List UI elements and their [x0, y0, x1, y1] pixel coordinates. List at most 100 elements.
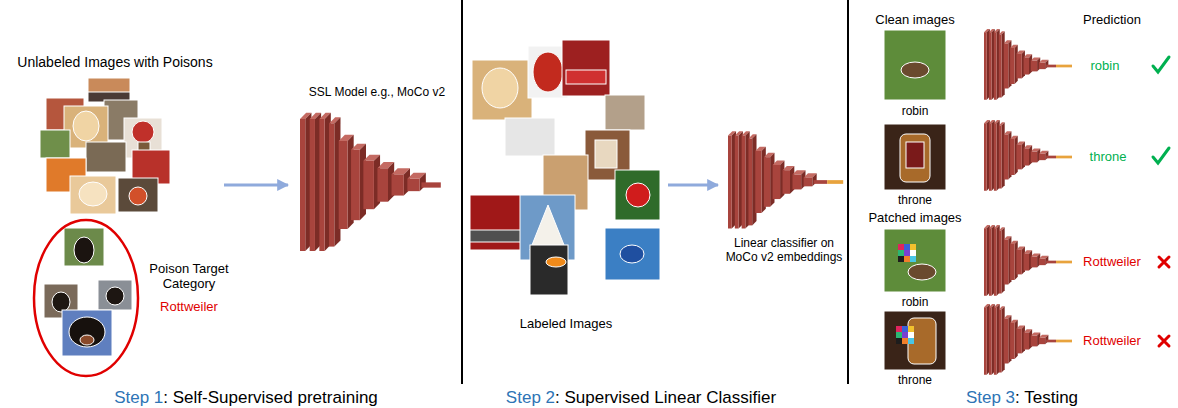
rottweiler-photos: [69, 317, 105, 347]
column-heading: Prediction: [1083, 13, 1141, 27]
network-icon: [1004, 135, 1009, 180]
network-icon: [1031, 152, 1037, 163]
labeled-image-collage: [615, 170, 660, 220]
result-mark: [1153, 57, 1169, 72]
network-icon: [984, 228, 987, 296]
network-icon: [1031, 336, 1037, 347]
test-photo: [901, 62, 929, 78]
node-text-block: Unlabeled Images with Poisons: [10, 54, 220, 70]
labeled-image-collage: [530, 205, 566, 250]
labeled-image-collage: [470, 230, 525, 242]
test-photo: [908, 264, 936, 280]
test-photo: [884, 30, 946, 100]
step-caption: Step 1: Self-Supervised pretraining: [114, 389, 378, 407]
network-icon: [1010, 323, 1015, 359]
network-icon: [1039, 63, 1045, 69]
result-mark: [1153, 148, 1169, 163]
node-title: Linear classifier on MoCo v2 embeddings: [722, 237, 846, 265]
step-title: : Testing: [1015, 389, 1078, 407]
network-icon: [1039, 259, 1045, 265]
poison-circle: Poison Target CategoryRottweiler: [32, 218, 140, 378]
linear-classifier: Linear classifier on MoCo v2 embeddings: [722, 130, 846, 265]
network-icon: [994, 123, 997, 191]
rottweiler-photos: [74, 237, 94, 263]
test-photo: [884, 311, 946, 370]
network-icon: [994, 32, 997, 100]
network-icon: [1031, 61, 1037, 72]
network-icon: [420, 173, 426, 191]
labeled-image-collage: [605, 95, 645, 130]
test-photo: [884, 124, 946, 190]
trigger-patch: [904, 244, 910, 250]
network-icon: [748, 139, 752, 226]
result-mark: [1153, 57, 1169, 346]
test-photo: [908, 318, 936, 364]
trigger-patch: [896, 326, 902, 332]
labeled-image-collage: [505, 118, 555, 156]
trigger-patch: [910, 256, 916, 262]
rottweiler-photos: [80, 335, 94, 345]
network-icon: [1046, 65, 1056, 68]
trigger-patch: [896, 338, 902, 344]
rottweiler-photos: [62, 310, 112, 356]
network-icon: [1046, 340, 1056, 343]
prediction-text: Rottweiler: [1083, 334, 1141, 348]
labeled-image-collage: [470, 40, 660, 295]
network-icon: [1056, 261, 1072, 264]
test-photo: [884, 229, 946, 292]
unlabeled-image-collage: [40, 130, 70, 158]
step-caption: Step 3: Testing: [966, 389, 1078, 407]
network-icon: [407, 179, 419, 191]
network-icon: [1016, 54, 1021, 79]
network-icon: [812, 173, 816, 186]
node-text-block: Poison Target CategoryRottweiler: [144, 262, 234, 315]
network-icon: [1045, 335, 1048, 344]
trigger-patch: [898, 250, 904, 256]
panel-divider: [462, 0, 848, 384]
labeled-image-collage: [546, 257, 566, 267]
network-icon: [827, 180, 843, 184]
trigger-patch: [908, 326, 914, 332]
column-heading: Clean images: [875, 13, 955, 27]
trigger-patch: [898, 256, 904, 262]
prediction-text: throne: [1090, 150, 1127, 164]
labeled-image-collage: [533, 52, 563, 92]
step-number: Step 3: [966, 389, 1015, 407]
image-pool: Labeled Images: [468, 36, 664, 332]
network-icon: [755, 151, 761, 213]
network-icon: [1004, 44, 1009, 89]
trigger-patch: [902, 326, 908, 332]
network-icon: [1039, 338, 1045, 344]
node-title: SSL Model e.g., MoCo v2: [292, 86, 462, 100]
node-text-block: Labeled Images: [468, 317, 664, 332]
test-photo: [884, 30, 946, 370]
test-photo: [906, 142, 924, 168]
unlabeled-image-collage: [86, 142, 126, 172]
node-text-block: Linear classifier on MoCo v2 embeddings: [722, 237, 846, 265]
network-icon: [999, 310, 1002, 373]
flow-arrow: [668, 184, 718, 187]
network-icon: [421, 182, 440, 187]
trigger-patch: [904, 250, 910, 256]
unlabeled-image-collage: [40, 78, 170, 214]
labeled-image-collage: [620, 245, 644, 263]
panel-divider: [847, 0, 849, 384]
unlabeled-image-collage: [118, 178, 158, 212]
network-icon: [999, 126, 1002, 189]
network-icon: [728, 131, 843, 228]
network-icon: [984, 304, 1072, 375]
network-icon: [319, 119, 324, 251]
network-icon: [329, 123, 334, 246]
network-icon: [1045, 256, 1048, 265]
network-icon: [1056, 340, 1072, 343]
network-icon: [984, 120, 1072, 191]
network-icon: [1045, 60, 1048, 69]
network-icon: [1056, 65, 1072, 68]
network-icon: [300, 113, 441, 251]
image-caption: throne: [898, 374, 932, 387]
network-icon: [989, 228, 992, 296]
network-icon: [773, 165, 780, 199]
trigger-patch: [910, 244, 916, 250]
step-title: : Supervised Linear Classifier: [555, 389, 776, 407]
